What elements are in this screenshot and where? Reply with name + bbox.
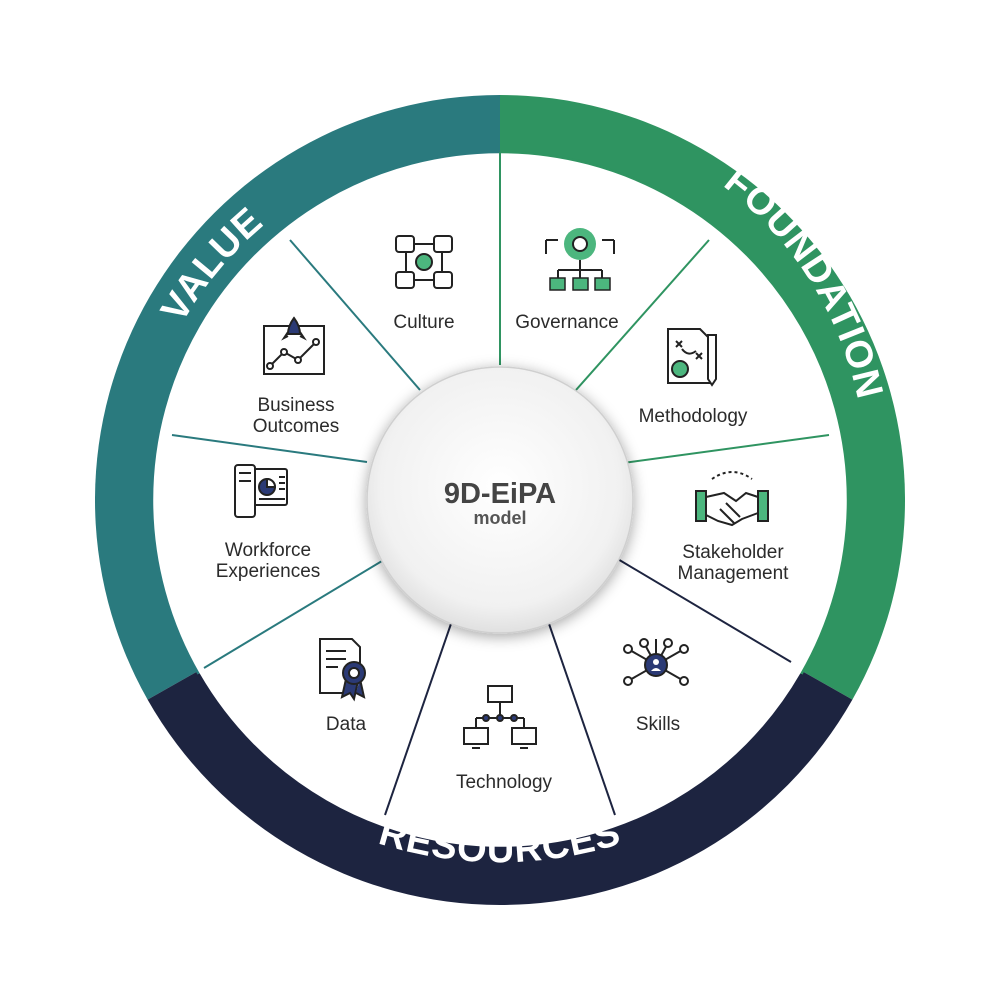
rocket-growth-icon xyxy=(263,316,325,375)
segment-label-technology: Technology xyxy=(456,772,553,793)
segment-label-business-line1: Business xyxy=(257,395,334,416)
center-subtitle: model xyxy=(473,508,526,528)
segment-methodology: Methodology xyxy=(639,328,748,427)
certified-document-icon xyxy=(319,638,366,702)
segment-label-business-line2: Outcomes xyxy=(253,416,340,437)
segment-label-stakeholder-line2: Management xyxy=(678,563,790,584)
segment-technology: Technology xyxy=(456,685,553,793)
segment-label-workforce-line1: Workforce xyxy=(225,540,311,561)
foundation-inner-outline xyxy=(499,150,850,675)
segment-business-outcomes: Business Outcomes xyxy=(253,316,340,437)
center-hub: 9D-EiPA model xyxy=(366,366,634,634)
segment-label-governance: Governance xyxy=(515,312,619,333)
segment-label-culture: Culture xyxy=(393,312,454,333)
segment-label-methodology: Methodology xyxy=(639,406,748,427)
segment-skills: Skills xyxy=(623,638,689,735)
segment-label-data: Data xyxy=(326,714,367,735)
segment-data: Data xyxy=(319,638,367,735)
segment-workforce-experiences: Workforce Experiences xyxy=(216,464,321,582)
handshake-icon xyxy=(695,471,769,527)
resources-inner-outline xyxy=(197,673,803,850)
hands-circle-icon xyxy=(395,235,453,289)
segment-governance: Governance xyxy=(515,228,619,333)
people-network-icon xyxy=(623,638,689,686)
dashboard-devices-icon xyxy=(234,464,288,518)
segment-label-stakeholder-line1: Stakeholder xyxy=(682,542,784,563)
value-inner-outline xyxy=(150,150,501,675)
segment-label-skills: Skills xyxy=(636,714,680,735)
strategy-document-icon xyxy=(667,328,717,387)
center-title: 9D-EiPA xyxy=(444,478,556,510)
gear-hierarchy-icon xyxy=(545,228,615,291)
computer-network-icon xyxy=(463,685,537,749)
segment-dividers xyxy=(171,152,830,816)
segment-culture: Culture xyxy=(393,235,455,333)
segment-label-workforce-line2: Experiences xyxy=(216,561,321,582)
segment-stakeholder-management: Stakeholder Management xyxy=(678,471,790,584)
